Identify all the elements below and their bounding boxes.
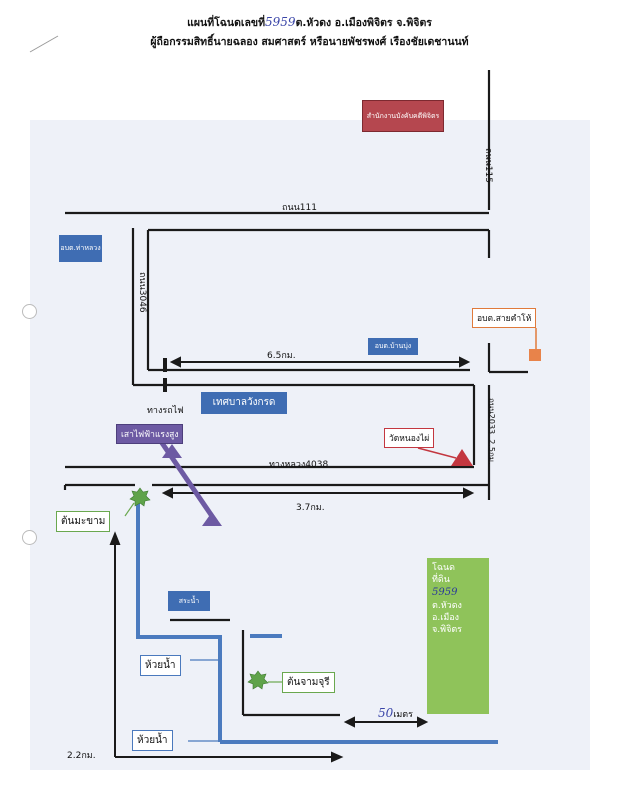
- pond-box: สระน้ำ: [168, 591, 210, 611]
- arrow-37-head-left: [161, 487, 173, 499]
- arrow-22-head-right: [331, 751, 344, 763]
- champhu-tree-icon: [247, 670, 269, 690]
- deed-line4: ต.หัวดง: [432, 600, 462, 611]
- distance-25-label: 2.5กม.: [487, 439, 496, 465]
- road-2033-label: ถนน2033 2.5กม.: [485, 398, 498, 465]
- distance-65-label: 6.5กม.: [267, 351, 296, 361]
- temple-marker: [451, 449, 473, 466]
- header-line1: แผนที่โฉนดเลขที่5959ต.หัวดง อ.เมืองพิจิต…: [0, 14, 619, 31]
- road-2033-name: ถนน2033: [487, 398, 496, 435]
- huai-nam-callout-1: ห้วยน้ำ: [140, 655, 181, 676]
- obt-ban-bung-box: อบต.บ้านบุ่ง: [368, 338, 418, 355]
- arrow-65-head-right: [459, 356, 471, 368]
- creek: [136, 498, 498, 744]
- header-deed-number: 5959: [265, 15, 296, 29]
- land-deed-plot: โฉนด ที่ดิน 5959 ต.หัวดง อ.เมือง จ.พิจิต…: [427, 558, 489, 714]
- pylon-triangle-top: [162, 444, 182, 458]
- punch-hole-top: [22, 304, 37, 319]
- obt-sai-kham-ho-marker: [529, 349, 541, 361]
- deed-line2: ที่ดิน: [432, 575, 450, 586]
- tamarind-tree-icon: [129, 487, 151, 507]
- temple-callout-line: [417, 447, 457, 459]
- obt-sai-kham-ho-callout: อบต.สายคำโห้: [472, 308, 537, 328]
- distance-22-label: 2.2กม.: [67, 751, 96, 761]
- deed-line5: อ.เมือง: [432, 612, 460, 623]
- header-location: ต.หัวดง อ.เมืองพิจิตร จ.พิจิตร: [295, 17, 432, 29]
- arrow-500-head-left: [343, 716, 355, 728]
- distance-37-label: 3.7กม.: [296, 503, 325, 513]
- tamarind-callout-line: [124, 502, 135, 517]
- road-111-label: ถนน111: [282, 203, 317, 213]
- railway-label: ทางรถไฟ: [147, 406, 184, 416]
- deed-number-handwritten: 5959: [432, 587, 458, 599]
- punch-hole-bottom: [22, 530, 37, 545]
- huai-nam-callout-2: ห้วยน้ำ: [132, 730, 173, 751]
- railway-mark-lower: [163, 378, 167, 392]
- map-background: [30, 120, 590, 770]
- arrow-500-head-right: [417, 716, 429, 728]
- pylon-triangle-bottom: [202, 512, 222, 526]
- distance-arrows: [109, 356, 475, 763]
- map-header: แผนที่โฉนดเลขที่5959ต.หัวดง อ.เมืองพิจิต…: [0, 14, 619, 50]
- provincial-office-box: สำนักงานบังคับคดีพิจิตร: [362, 100, 444, 132]
- road-network: [63, 70, 528, 717]
- distance-500-label: 50เมตร: [378, 706, 413, 721]
- temple-callout: วัดหนองไผ่: [384, 428, 435, 448]
- road-3046-label: ถนน3046: [137, 272, 147, 313]
- deed-line6: จ.พิจิตร: [432, 625, 463, 636]
- highway-4038-label: ทางหลวง4038: [269, 460, 329, 470]
- scan-mark: [29, 35, 59, 53]
- arrow-22-head-up: [109, 531, 121, 545]
- pylon-callout: เสาไฟฟ้าแรงสูง: [116, 424, 184, 444]
- distance-500-handwritten: 50: [378, 706, 394, 720]
- distance-500-unit: เมตร: [393, 710, 413, 720]
- arrow-37-head-right: [463, 487, 475, 499]
- obt-tha-luang-box: อบต.ท่าหลวง: [59, 235, 102, 262]
- champhu-callout: ต้นจามจุรี: [282, 672, 335, 693]
- header-owner-line: ผู้ถือกรรมสิทธิ์นายฉลอง สมศาสตร์ หรือนาย…: [150, 36, 469, 48]
- deed-line1: โฉนด: [432, 563, 455, 573]
- railway-mark-upper: [163, 358, 167, 372]
- wang-krot-box: เทศบาลวังกรด: [201, 392, 287, 414]
- road-115-label: ถนน115: [483, 148, 493, 183]
- arrow-65-head-left: [169, 356, 181, 368]
- creek-upper: [136, 498, 222, 742]
- header-title-prefix: แผนที่โฉนดเลขที่: [187, 17, 266, 29]
- tamarind-callout: ต้นมะขาม: [56, 511, 111, 532]
